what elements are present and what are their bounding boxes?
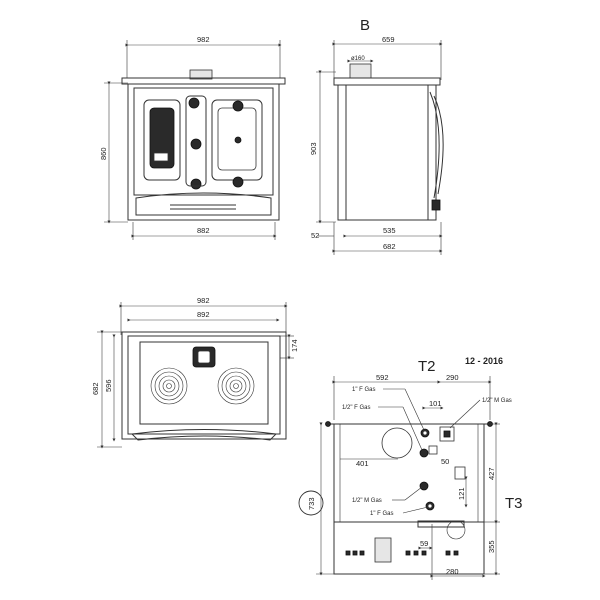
dim-290-label: 290 (446, 373, 459, 382)
year-label: 12 - 2016 (465, 356, 503, 366)
gas-label-4: 1/2" M Gas (352, 498, 382, 504)
side-height-label: 903 (309, 142, 318, 155)
view-t2-label: T2 (418, 358, 436, 375)
front-rail (130, 429, 278, 441)
side-offset-label: 52 (311, 231, 319, 240)
flue-collar (189, 69, 213, 80)
front-width-label: 982 (197, 35, 210, 44)
front-bottom-width-label: 882 (197, 226, 210, 235)
side-depth-label: 659 (382, 35, 395, 44)
valve-box (454, 466, 466, 480)
view-b-label: B (360, 17, 370, 34)
thermometer-dial (232, 100, 244, 112)
stove-body (127, 83, 280, 221)
cooking-plate (139, 341, 269, 425)
dim-101-label: 101 (429, 399, 442, 408)
front-height-label: 860 (99, 147, 108, 160)
dim-355-label: 355 (487, 540, 496, 553)
side-body (337, 84, 437, 221)
hob-ring-right (217, 367, 255, 405)
view-t3-label: T3 (505, 495, 523, 512)
side-handle (429, 91, 440, 199)
flue-connection (381, 427, 413, 459)
ash-drawer (135, 192, 272, 216)
dim-280-label: 280 (446, 567, 459, 576)
flue-diameter-label: ø160 (351, 56, 365, 62)
top-view: 982 892 682 596 174 (91, 296, 299, 449)
dim-121-label: 121 (457, 487, 466, 500)
dim-59-label: 59 (420, 539, 428, 548)
dim-427-label: 427 (487, 467, 496, 480)
hob-ring-left (150, 367, 188, 405)
vent-slots (345, 550, 459, 556)
flue-pipe (349, 63, 372, 79)
dim-592-label: 592 (376, 373, 389, 382)
front-view: 982 860 882 (99, 35, 286, 240)
gas-label-5: 1" F Gas (370, 511, 393, 517)
dim-733-label: 733 (307, 497, 316, 510)
side-top-rail (333, 77, 441, 86)
dim-50-label: 50 (441, 457, 449, 466)
side-bottom-label: 535 (383, 226, 396, 235)
connections-view: T2 12 - 2016 592 290 101 401 50 (298, 356, 523, 580)
top-outline (121, 331, 287, 440)
gas-label-1: 1" F Gas (352, 387, 375, 393)
top-total-depth-label: 682 (91, 382, 100, 395)
top-flue-offset-label: 174 (290, 339, 299, 352)
firebox-door (143, 99, 181, 181)
gas-label-3: 1/2" M Gas (482, 398, 512, 404)
top-depth-label: 596 (104, 379, 113, 392)
top-inner-label: 892 (197, 310, 210, 319)
top-width-label: 982 (197, 296, 210, 305)
side-view: B 659 ø160 903 52 535 682 (309, 17, 444, 255)
gas-label-2: 1/2" F Gas (342, 405, 370, 411)
side-total-label: 682 (383, 242, 396, 251)
inspection-hatch (374, 537, 392, 563)
dim-401-label: 401 (356, 459, 369, 468)
